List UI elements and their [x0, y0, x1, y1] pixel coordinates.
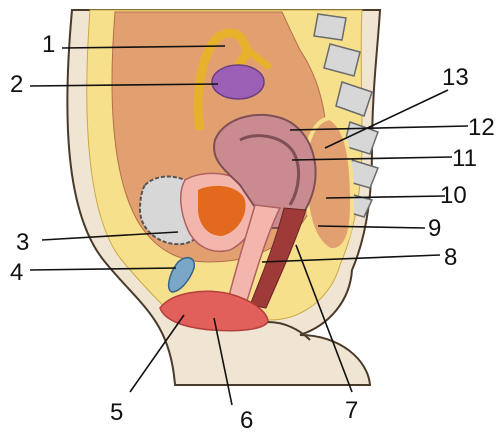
label-2: 2	[10, 71, 23, 98]
label-9: 9	[428, 215, 441, 242]
vertebra	[314, 14, 346, 40]
label-13: 13	[442, 64, 469, 91]
label-6: 6	[240, 407, 253, 432]
label-10: 10	[440, 182, 467, 209]
label-1: 1	[42, 31, 55, 58]
label-8: 8	[444, 244, 457, 271]
label-5: 5	[110, 399, 123, 426]
label-12: 12	[468, 114, 495, 141]
label-7: 7	[345, 397, 358, 424]
label-4: 4	[10, 259, 23, 286]
ovary	[212, 65, 264, 99]
label-11: 11	[452, 145, 477, 172]
label-3: 3	[16, 229, 29, 256]
